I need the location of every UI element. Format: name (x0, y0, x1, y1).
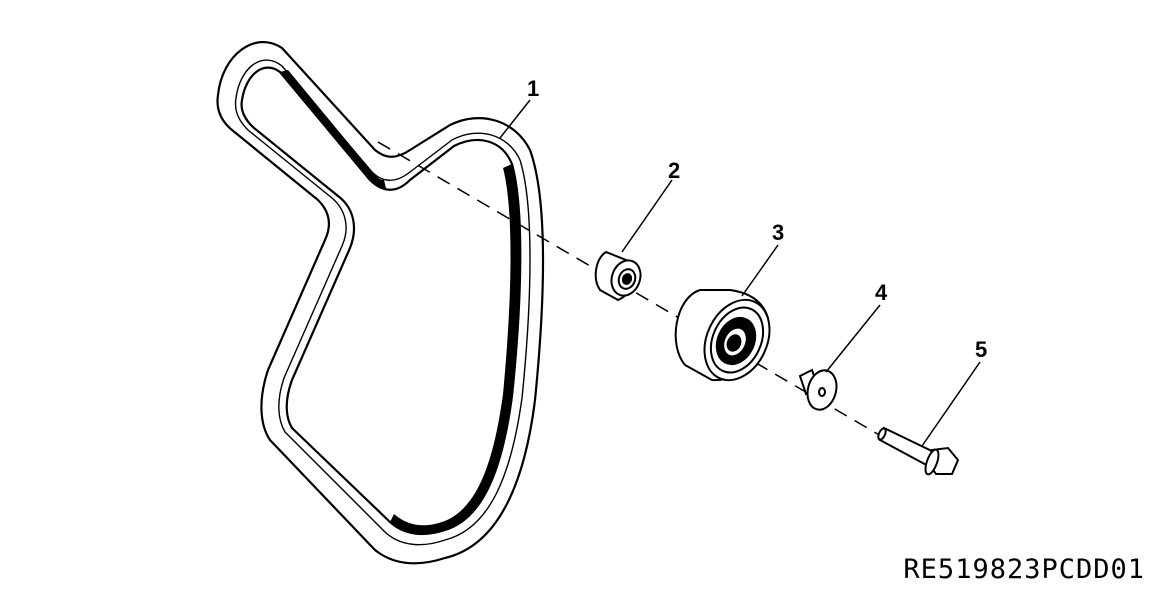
spacer-bushing (594, 250, 642, 302)
leader-2 (621, 179, 673, 253)
drawing-code: RE519823PCDD01 (903, 554, 1145, 585)
idler-pulley (674, 289, 771, 382)
callout-3: 3 (772, 220, 784, 245)
callout-5: 5 (975, 337, 987, 362)
pulley-bore (726, 334, 742, 352)
leader-4 (825, 304, 881, 373)
bolt-flange (924, 448, 940, 476)
callout-1: 1 (527, 76, 539, 101)
spacer-bore-inner (621, 273, 633, 285)
leader-5 (921, 361, 981, 447)
flange-bolt (877, 426, 960, 476)
callout-2: 2 (668, 158, 680, 183)
belt-ribbed-band-top (280, 70, 386, 188)
belt-outer-edge (216, 41, 545, 565)
belt-ribbed-band (390, 164, 521, 534)
callout-4: 4 (875, 280, 888, 305)
leader-1 (499, 99, 531, 139)
washer-hole (818, 387, 826, 397)
leader-3 (741, 244, 779, 297)
flanged-washer (798, 368, 838, 411)
belt-mid-edge (234, 59, 531, 546)
belt-inner-edge (240, 66, 522, 536)
bolt-tip (877, 427, 887, 441)
drive-belt (216, 41, 545, 565)
